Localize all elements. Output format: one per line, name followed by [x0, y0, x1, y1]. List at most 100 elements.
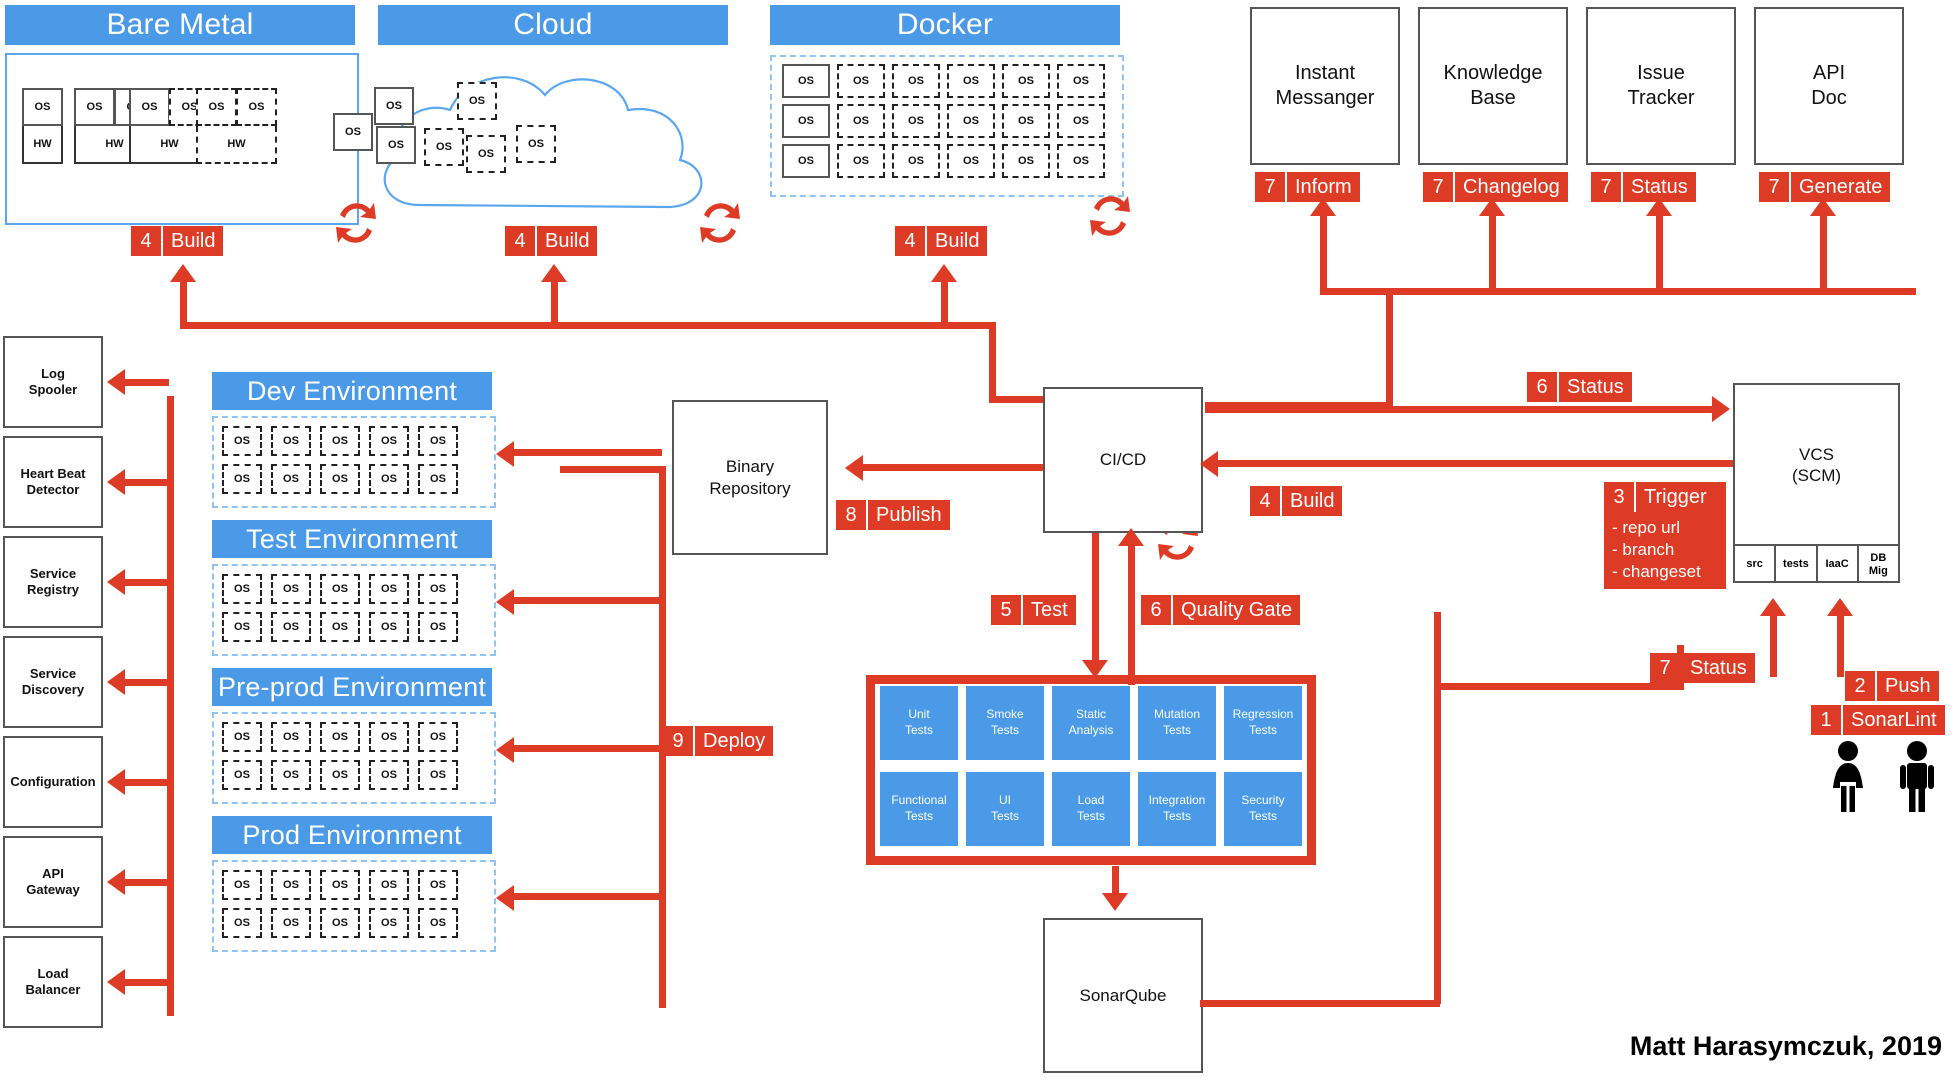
- arrow-left-service: [107, 869, 125, 895]
- badge-quality-gate[interactable]: 6 Quality Gate: [1141, 595, 1301, 625]
- platform-service-box[interactable]: Heart Beat Detector: [3, 436, 103, 528]
- badge-test[interactable]: 5 Test: [991, 595, 1076, 625]
- platform-service-box[interactable]: Service Registry: [3, 536, 103, 628]
- platform-service-box[interactable]: Service Discovery: [3, 636, 103, 728]
- environment-os: OS: [320, 722, 360, 752]
- badge-label: Status: [1690, 656, 1747, 679]
- test-card[interactable]: Integration Tests: [1138, 772, 1216, 846]
- badge-build-cicd[interactable]: 4 Build: [1250, 486, 1343, 516]
- badge-publish[interactable]: 8 Publish: [836, 500, 950, 530]
- badge-trigger[interactable]: 3 Trigger - repo url - branch - changese…: [1604, 482, 1726, 590]
- docker-os: OS: [782, 64, 830, 98]
- connector-service: [123, 979, 169, 986]
- docker-os: OS: [1057, 64, 1105, 98]
- bare-metal-os: OS: [129, 88, 170, 126]
- collaboration-tool-box[interactable]: API Doc: [1754, 7, 1904, 165]
- connector-inform-riser-4: [1820, 215, 1827, 291]
- environment-os: OS: [418, 612, 458, 642]
- platform-title: Cloud: [513, 8, 593, 41]
- platform-service-box[interactable]: Configuration: [3, 736, 103, 828]
- platform-service-box[interactable]: API Gateway: [3, 836, 103, 928]
- vcs-artifact-cell[interactable]: tests: [1774, 546, 1815, 583]
- connector-push-tests: [1837, 615, 1844, 677]
- cloud-os: OS: [424, 128, 464, 166]
- environment-header: Dev Environment: [212, 372, 492, 410]
- docker-os: OS: [1057, 144, 1105, 178]
- badge-number: 9: [663, 726, 695, 756]
- test-card[interactable]: Security Tests: [1224, 772, 1302, 846]
- badge-label: SonarLint: [1851, 708, 1937, 731]
- connector-trigger: [1216, 460, 1733, 467]
- recycle-icon: [1090, 196, 1130, 236]
- collaboration-tool-box[interactable]: Issue Tracker: [1586, 7, 1736, 165]
- connector-inform-trunk: [1320, 288, 1916, 295]
- badge-label: Test: [1031, 598, 1068, 621]
- environment-os: OS: [369, 464, 409, 494]
- badge-trigger-body: - repo url - branch - changeset: [1604, 512, 1726, 590]
- badge-build-bare-metal[interactable]: 4 Build: [131, 226, 224, 256]
- test-card[interactable]: Regression Tests: [1224, 686, 1302, 760]
- arrow-up-quality-gate: [1118, 528, 1144, 546]
- badge-build-cloud[interactable]: 4 Build: [505, 226, 598, 256]
- arrow-left-service: [107, 669, 125, 695]
- badge-number: 5: [991, 595, 1023, 625]
- environment-header: Pre-prod Environment: [212, 668, 492, 706]
- arrow-up-docker: [931, 264, 957, 282]
- sonarqube-node[interactable]: SonarQube: [1043, 918, 1203, 1073]
- connector-service: [123, 879, 169, 886]
- environment-os: OS: [369, 908, 409, 938]
- badge-status-vcs[interactable]: 6 Status: [1527, 372, 1632, 402]
- connector-service: [123, 379, 169, 386]
- badge-status-sonar[interactable]: 7 Status: [1650, 653, 1755, 683]
- platform-service-box[interactable]: Load Balancer: [3, 936, 103, 1028]
- environment-os: OS: [418, 908, 458, 938]
- docker-os: OS: [837, 64, 885, 98]
- arrow-up-push-tests: [1827, 598, 1853, 616]
- connector-deploy-riser: [659, 466, 666, 558]
- docker-os: OS: [892, 64, 940, 98]
- docker-os: OS: [947, 144, 995, 178]
- binary-repository-node[interactable]: Binary Repository: [672, 400, 828, 555]
- test-card[interactable]: Unit Tests: [880, 686, 958, 760]
- badge-push[interactable]: 2 Push: [1845, 671, 1939, 701]
- test-card[interactable]: UI Tests: [966, 772, 1044, 846]
- arrow-left-service: [107, 469, 125, 495]
- vcs-artifact-cell[interactable]: DB Mig: [1856, 546, 1898, 583]
- collaboration-tool-box[interactable]: Knowledge Base: [1418, 7, 1568, 165]
- arrow-left-publish: [845, 455, 863, 481]
- test-card[interactable]: Static Analysis: [1052, 686, 1130, 760]
- environment-os: OS: [369, 612, 409, 642]
- platform-service-box[interactable]: Log Spooler: [3, 336, 103, 428]
- badge-label: Push: [1885, 674, 1931, 697]
- vcs-artifact-cell[interactable]: IaaC: [1815, 546, 1857, 583]
- environment-os: OS: [369, 722, 409, 752]
- cicd-node[interactable]: CI/CD: [1043, 387, 1203, 533]
- badge-build-docker[interactable]: 4 Build: [895, 226, 988, 256]
- cloud-os: OS: [466, 135, 506, 173]
- environment-title: Dev Environment: [246, 375, 458, 406]
- platform-service-label: Service Registry: [26, 565, 80, 597]
- environment-os: OS: [222, 612, 262, 642]
- test-card[interactable]: Smoke Tests: [966, 686, 1044, 760]
- badge-sonarlint[interactable]: 1 SonarLint: [1811, 705, 1945, 735]
- arrow-left-deploy: [496, 441, 514, 467]
- badge-number: 7: [1255, 172, 1287, 202]
- connector-deploy: [512, 449, 662, 456]
- test-card[interactable]: Load Tests: [1052, 772, 1130, 846]
- collaboration-tool-box[interactable]: Instant Messanger: [1250, 7, 1400, 165]
- test-card[interactable]: Mutation Tests: [1138, 686, 1216, 760]
- arrow-left-service: [107, 969, 125, 995]
- connector-quality-gate-up: [1128, 545, 1135, 685]
- test-card[interactable]: Functional Tests: [880, 772, 958, 846]
- collaboration-tool-label: Issue Tracker: [1627, 62, 1695, 109]
- connector-sonarqube-out: [1200, 1000, 1440, 1007]
- badge-label: Quality Gate: [1181, 598, 1293, 621]
- connector-deploy-spine: [659, 553, 666, 1008]
- vcs-artifact-cell[interactable]: src: [1746, 558, 1763, 571]
- connector-inform-riser-3: [1656, 215, 1663, 291]
